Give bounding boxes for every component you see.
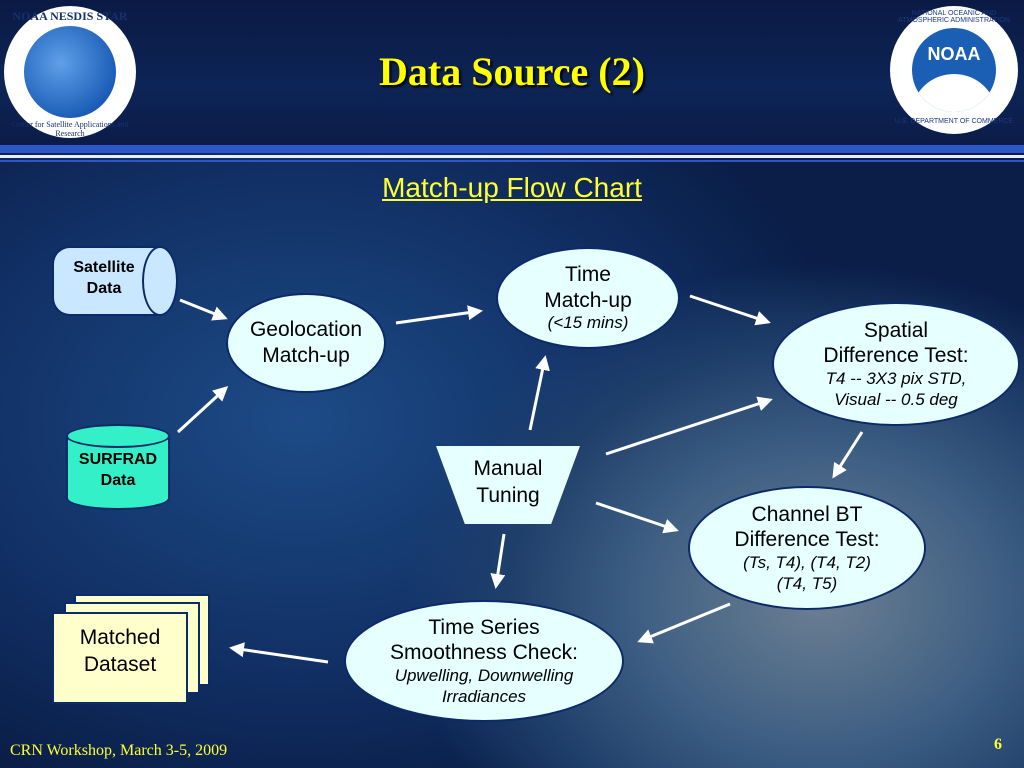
surfrad-line2: Data	[100, 471, 136, 489]
arrow-time-to-spatial	[689, 294, 771, 326]
arrow-manual-to-spatial	[605, 396, 773, 456]
noaa-center-text: NOAA	[927, 44, 981, 64]
smooth-note1: Upwelling, Downwelling	[394, 665, 574, 685]
manual-tuning-label: Manual Tuning	[436, 456, 580, 510]
spatial-line2: Difference Test:	[823, 344, 969, 368]
smooth-note2: Irradiances	[441, 686, 527, 706]
spatial-note2: Visual -- 0.5 deg	[834, 389, 958, 409]
arrow-manual-to-channel	[595, 501, 679, 534]
noaa-logo: NATIONAL OCEANIC AND ATMOSPHERIC ADMINIS…	[890, 6, 1018, 134]
spatial-difference-test-node: Spatial Difference Test: T4 -- 3X3 pix S…	[772, 302, 1020, 426]
header-rule	[0, 145, 1024, 153]
logo-top-text: NOAA NESDIS STAR	[12, 9, 128, 23]
arrow-smooth-to-matched	[229, 642, 329, 664]
globe-icon	[24, 26, 116, 118]
smooth-line2: Smoothness Check:	[390, 641, 578, 665]
page-number: 6	[994, 736, 1002, 753]
cylinder-top	[66, 424, 170, 448]
satellite-data-label: Satellite Data	[52, 258, 156, 300]
noaa-seal-icon: NOAA	[912, 28, 996, 112]
matched-dataset-label: Matched Dataset	[54, 624, 186, 679]
noaa-ring-text-bottom: U.S. DEPARTMENT OF COMMERCE	[894, 118, 1014, 125]
time-matchup-node: Time Match-up (<15 mins)	[496, 247, 680, 349]
geolocation-matchup-node: Geolocation Match-up	[226, 293, 386, 393]
footer-text: CRN Workshop, March 3-5, 2009	[10, 742, 228, 759]
cylinder-end	[142, 246, 178, 316]
channel-note1: (Ts, T4), (T4, T2)	[743, 552, 871, 572]
channel-bt-difference-test-node: Channel BT Difference Test: (Ts, T4), (T…	[688, 486, 926, 610]
logo-bottom-text: Center for Satellite Applications and Re…	[11, 120, 129, 138]
spatial-note1: T4 -- 3X3 pix STD,	[825, 368, 967, 388]
satellite-data-node: Satellite Data	[52, 246, 178, 316]
arrow-manual-to-smooth	[490, 533, 506, 589]
satellite-line1: Satellite	[73, 259, 135, 276]
noaa-nesdis-star-logo: NOAA NESDIS STAR Center for Satellite Ap…	[4, 6, 136, 138]
arrow-channel-to-smooth	[637, 602, 731, 644]
time-line2: Match-up	[544, 288, 632, 312]
header-rule-bottom	[0, 160, 1024, 162]
header-rule-light	[0, 155, 1024, 158]
geolocation-line2: Match-up	[262, 344, 350, 367]
manual-line1: Manual	[473, 457, 543, 480]
matched-line1: Matched	[79, 626, 161, 649]
surfrad-line1: SURFRAD	[78, 451, 158, 468]
document-sheet-front: Matched Dataset	[52, 612, 188, 704]
geolocation-line1: Geolocation	[249, 318, 363, 342]
arrow-geolocation-to-time	[395, 305, 483, 325]
channel-note2: (T4, T5)	[776, 573, 838, 593]
surfrad-data-label: SURFRAD Data	[66, 450, 170, 492]
arrow-spatial-to-channel	[832, 431, 864, 479]
smooth-line1: Time Series	[428, 615, 540, 639]
channel-line1: Channel BT	[751, 502, 863, 526]
noaa-ring-text-top: NATIONAL OCEANIC AND ATMOSPHERIC ADMINIS…	[898, 10, 1010, 24]
satellite-line2: Data	[86, 279, 122, 297]
manual-tuning-node: Manual Tuning	[436, 446, 580, 524]
matched-dataset-node: Matched Dataset	[52, 594, 212, 708]
arrow-satellite-to-geolocation	[179, 298, 228, 321]
arrow-surfrad-to-geolocation	[176, 385, 229, 434]
header-bar	[0, 0, 1024, 145]
manual-line2: Tuning	[476, 483, 540, 507]
time-note: (<15 mins)	[547, 313, 629, 333]
slide-title: Data Source (2)	[379, 49, 645, 94]
time-series-smoothness-node: Time Series Smoothness Check: Upwelling,…	[344, 600, 624, 722]
surfrad-data-node: SURFRAD Data	[66, 424, 170, 510]
time-line1: Time	[565, 263, 611, 287]
matched-line2: Dataset	[83, 653, 157, 677]
flow-chart-subtitle: Match-up Flow Chart	[382, 172, 642, 203]
spatial-line1: Spatial	[863, 318, 929, 342]
channel-line2: Difference Test:	[734, 528, 880, 552]
arrow-manual-to-time	[528, 355, 550, 431]
